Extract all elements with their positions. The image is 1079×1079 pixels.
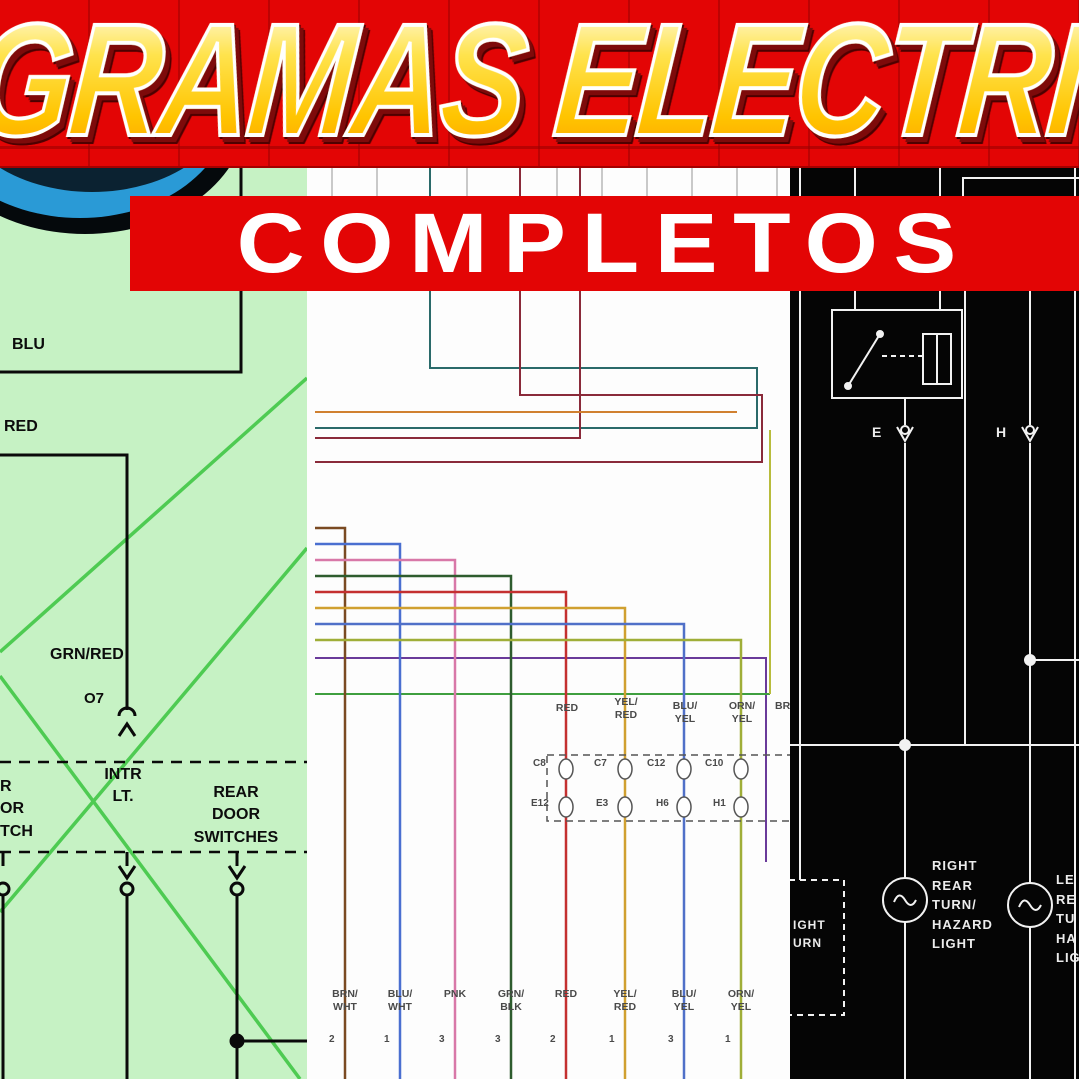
connector-pin-label-c10: C10 bbox=[705, 758, 724, 769]
upper-wire-label-orn-yel: ORN/ YEL bbox=[728, 700, 756, 726]
left-rear-lamp-label-partial: LE RE TU HA LIG bbox=[1056, 872, 1079, 965]
wire-label-red: RED bbox=[4, 418, 38, 435]
connector-row bbox=[546, 754, 790, 822]
upper-wire-label-red: RED bbox=[555, 702, 579, 714]
rear-door-switches-label: REAR DOOR SWITCHES bbox=[193, 784, 279, 846]
grid-stub-lines bbox=[331, 165, 778, 196]
pin-number: 3 bbox=[439, 1034, 445, 1045]
relay-symbol bbox=[831, 309, 963, 399]
pin-number: 3 bbox=[668, 1034, 674, 1045]
terminal-label-e: E bbox=[872, 424, 883, 440]
white-wiring-diagram-panel: RED YEL/ RED BLU/ YEL ORN/ YEL BR C8 C7 … bbox=[307, 0, 790, 1079]
bottom-wire-label-grn-blk: GRN/ BLK bbox=[497, 988, 525, 1014]
wire-label-blu: BLU bbox=[12, 336, 45, 353]
green-diagonal-lines bbox=[0, 376, 307, 1079]
bottom-wire-label-brn-wht: BRN/ WHT bbox=[332, 988, 358, 1014]
upper-wire-label-blu-yel: BLU/ YEL bbox=[672, 700, 698, 726]
connector-pin-label-e3: E3 bbox=[596, 798, 609, 809]
bottom-wire-label-blu-wht: BLU/ WHT bbox=[387, 988, 413, 1014]
right-rear-lamp-label: RIGHT REAR TURN/ HAZARD LIGHT bbox=[932, 858, 993, 951]
subtitle-text: COMPLETOS bbox=[236, 196, 973, 290]
pin-number: 3 bbox=[495, 1034, 501, 1045]
subtitle-banner: COMPLETOS bbox=[130, 196, 1079, 291]
connector-pin-label-h6: H6 bbox=[656, 798, 669, 809]
dashed-harness-lines bbox=[0, 760, 307, 854]
interior-light-label: INTR LT. bbox=[104, 766, 142, 806]
pin-number: 1 bbox=[725, 1034, 731, 1045]
bottom-wire-label-pnk: PNK bbox=[443, 988, 467, 1000]
bottom-wire-label-yel-red: YEL/ RED bbox=[613, 988, 637, 1014]
pin-number: 1 bbox=[609, 1034, 615, 1045]
bottom-wire-label-blu-yel: BLU/ YEL bbox=[671, 988, 697, 1014]
connector-label-o7: O7 bbox=[84, 690, 105, 707]
title-banner: GRAMAS ELECTRIC bbox=[0, 0, 1079, 168]
wire-label-grn-red: GRN/RED bbox=[50, 646, 124, 663]
column-wires bbox=[315, 526, 743, 1079]
pin-number: 1 bbox=[384, 1034, 390, 1045]
connector-pin-label-h1: H1 bbox=[713, 798, 726, 809]
turn-signal-dashed-box bbox=[790, 879, 845, 1016]
terminal-label-h: H bbox=[996, 424, 1008, 440]
connector-pin-label-c12: C12 bbox=[647, 758, 666, 769]
connector-pin-label-c7: C7 bbox=[594, 758, 607, 769]
page-title: GRAMAS ELECTRIC bbox=[0, 0, 1079, 166]
door-switch-symbols bbox=[0, 852, 307, 1079]
middle-panel-wiring-svg bbox=[315, 165, 790, 1079]
pin-number: 2 bbox=[329, 1034, 335, 1045]
upper-wire-label-yel-red: YEL/ RED bbox=[614, 696, 638, 722]
connector-pin-label-e12: E12 bbox=[531, 798, 549, 809]
bottom-wire-label-red: RED bbox=[554, 988, 578, 1000]
terminal-arrows bbox=[896, 425, 1039, 444]
black-wiring-diagram-panel: E H RIGHT REAR TURN/ HAZARD LIGHT LE RE … bbox=[790, 0, 1079, 1079]
pin-number: 2 bbox=[550, 1034, 556, 1045]
bottom-wire-label-orn-yel: ORN/ YEL bbox=[727, 988, 755, 1014]
turn-signal-box-label-partial: IGHT URN bbox=[793, 918, 826, 950]
connector-pin-label-c8: C8 bbox=[533, 758, 546, 769]
lamp-symbols bbox=[882, 877, 1053, 928]
upper-wire-label-partial: BR bbox=[775, 700, 790, 712]
door-switch-partial-label: R OR TCH bbox=[0, 778, 33, 840]
